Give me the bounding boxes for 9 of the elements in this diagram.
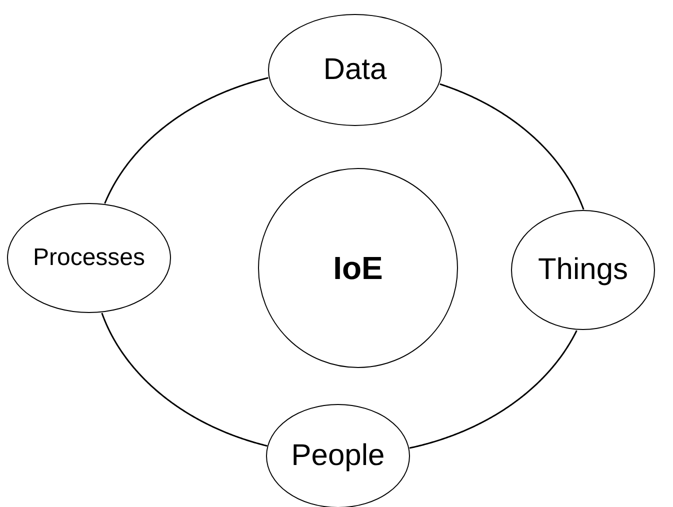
node-label: Data: [323, 53, 387, 87]
node-label: Processes: [32, 244, 146, 272]
connector-arc: [440, 83, 584, 210]
connector-arc: [101, 312, 268, 447]
connector-arc: [104, 77, 268, 204]
connector-arc: [409, 330, 578, 449]
node-label: IoE: [333, 250, 383, 286]
node-label: Things: [538, 253, 628, 287]
node-label: People: [291, 439, 385, 473]
